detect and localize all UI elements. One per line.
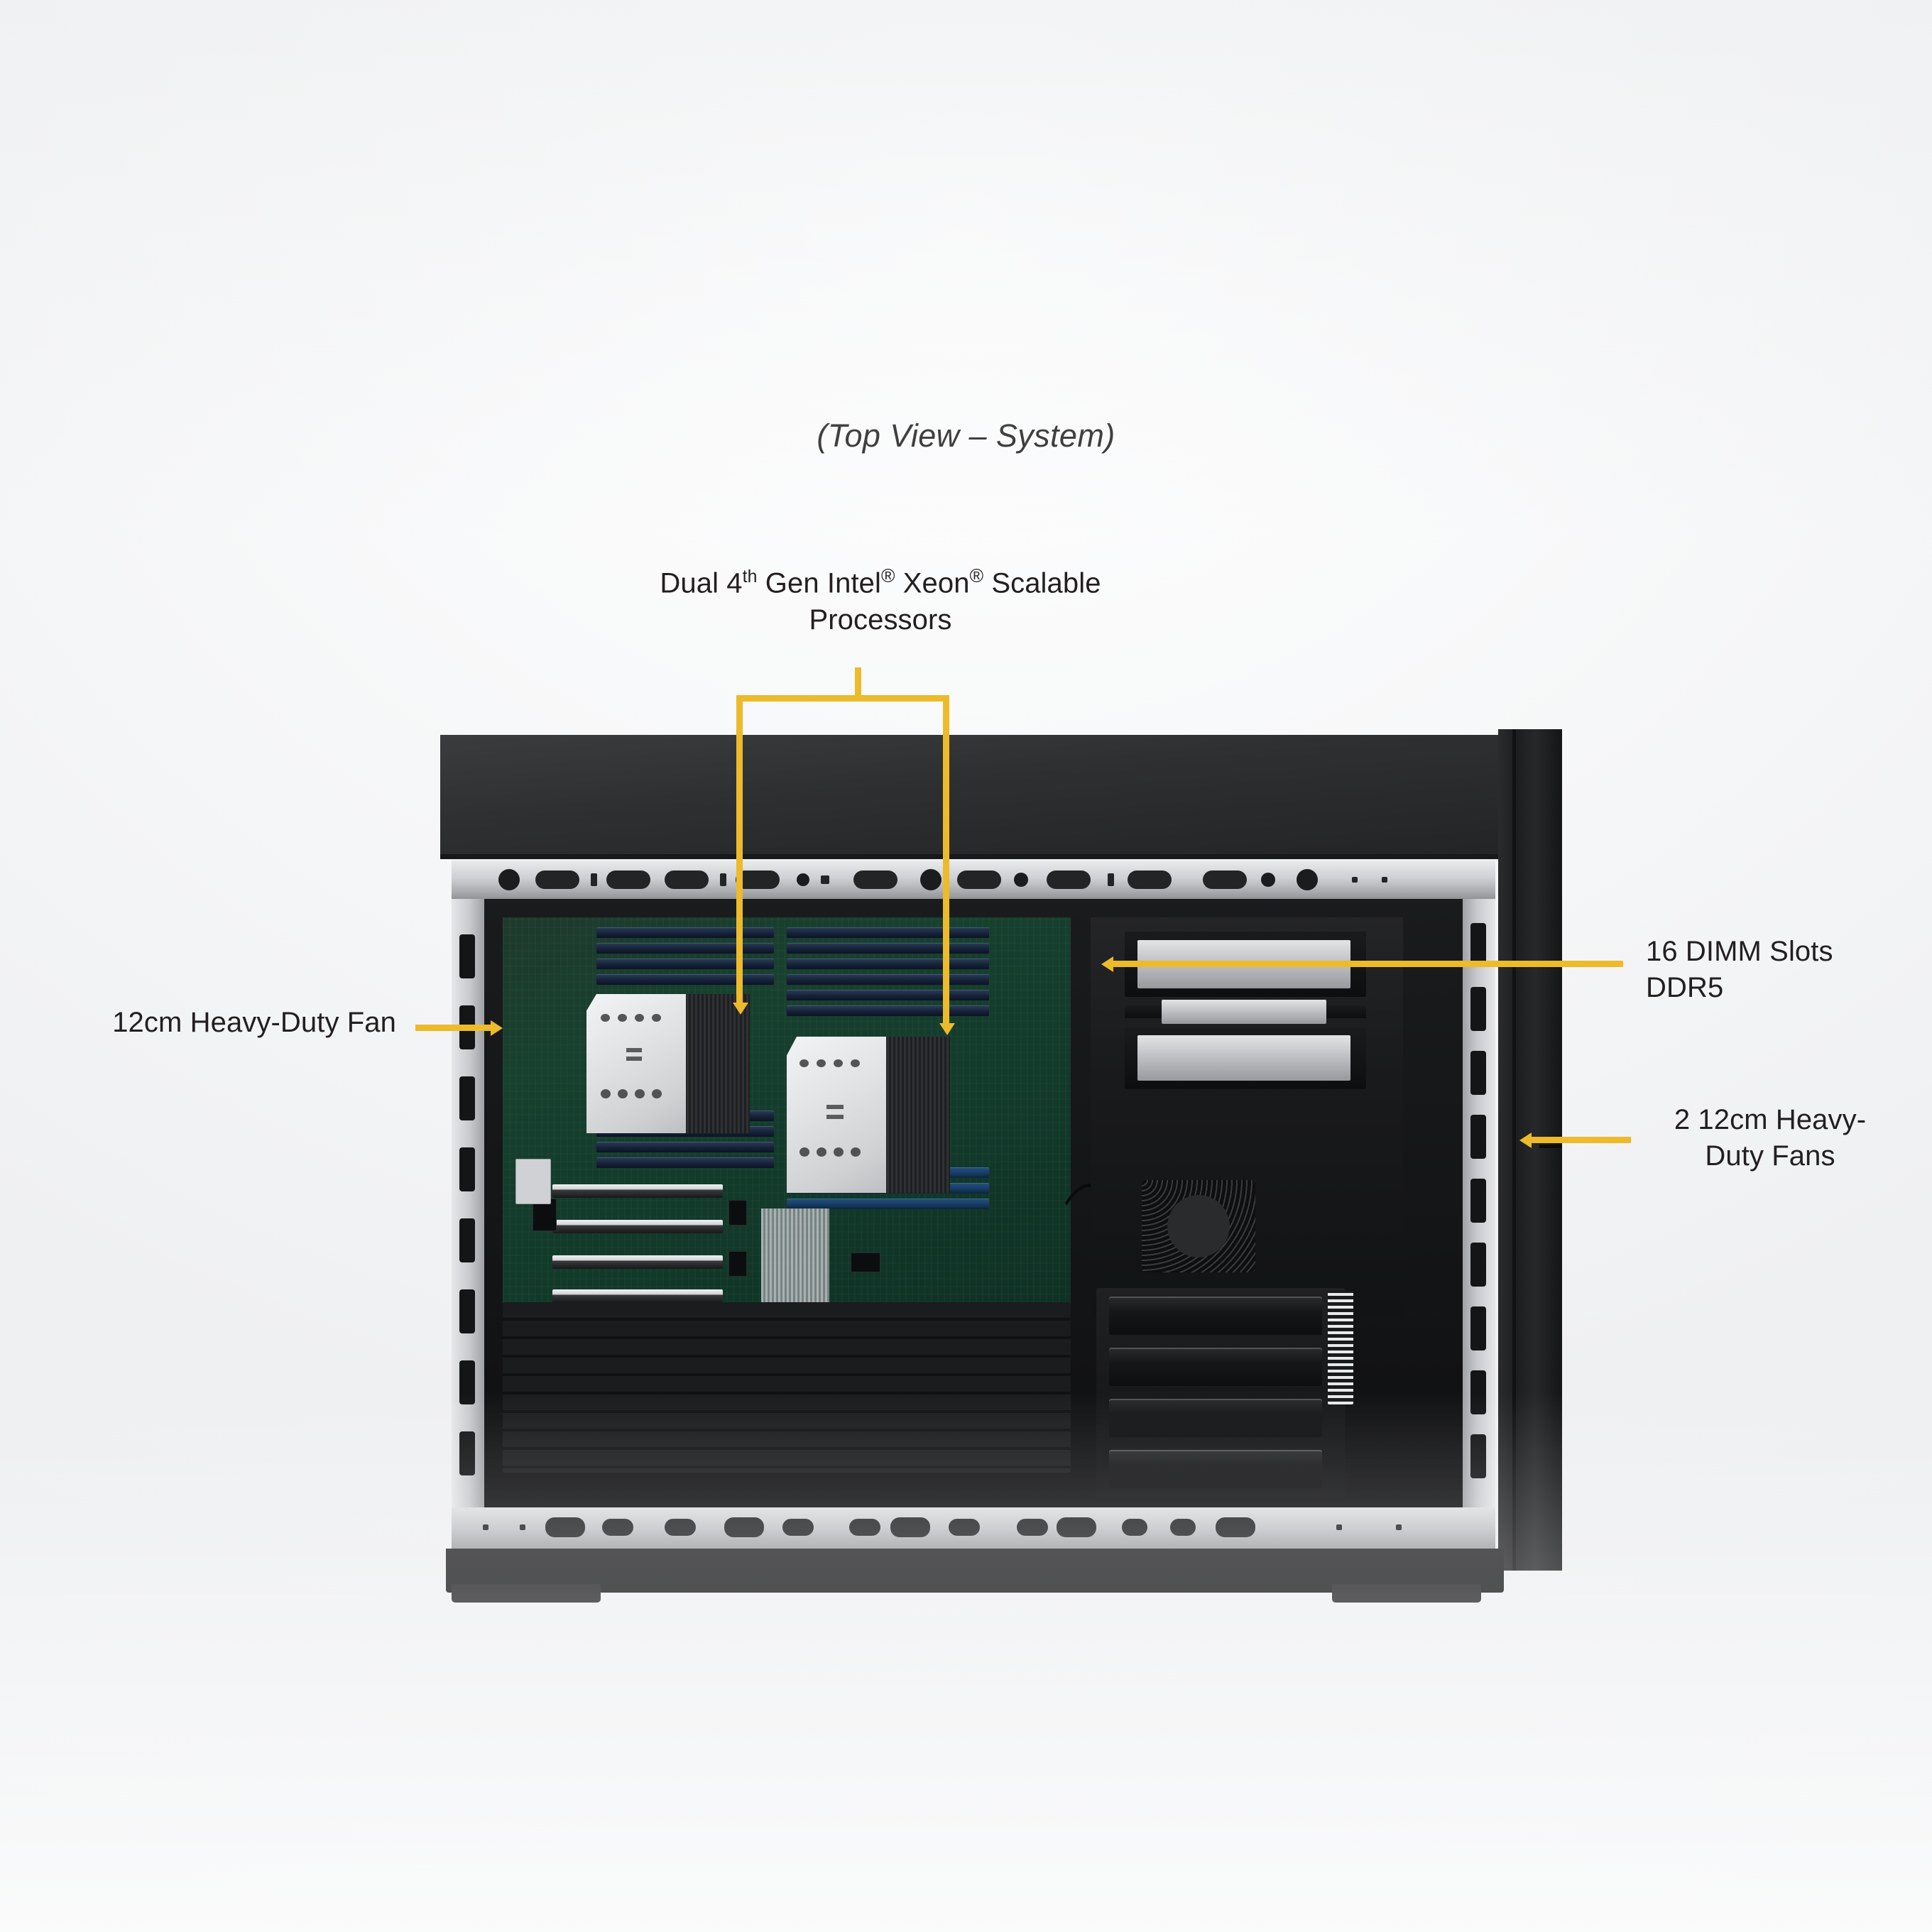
chassis-top-panel	[440, 735, 1498, 859]
motherboard	[503, 917, 1071, 1358]
drive-tray	[1109, 1399, 1322, 1437]
bottom-rail-holes	[452, 1507, 1495, 1549]
bay-bracket	[1162, 1000, 1326, 1024]
chipset-grid	[761, 1208, 829, 1302]
fans-right-arrow-icon	[1519, 1133, 1532, 1148]
server-chassis-image	[440, 729, 1562, 1605]
callout-label-fans-right: 2 12cm Heavy- Duty Fans	[1674, 1104, 1867, 1172]
callout-label-processors: Dual 4th Gen Intel® Xeon® Scalable Proce…	[660, 565, 1101, 635]
page-title: (Top View – System)	[817, 417, 1115, 454]
pcie-slot	[552, 1289, 723, 1303]
fans-right-leader-line	[1532, 1137, 1631, 1143]
chassis-foot-right	[1332, 1584, 1481, 1603]
chassis-interior	[452, 899, 1495, 1508]
callout-label-dimm: 16 DIMM Slots DDR5	[1646, 936, 1833, 1004]
cpu2-heatsink	[787, 1037, 886, 1193]
callout-label-fan-left: 12cm Heavy-Duty Fan	[112, 1007, 396, 1038]
drive-tray	[1109, 1297, 1322, 1335]
drive-tray	[1109, 1450, 1322, 1488]
fan-vent-mesh	[1142, 1180, 1255, 1272]
fan-left-arrow-icon	[491, 1020, 503, 1036]
panel-seam-lower	[1539, 1145, 1562, 1148]
dimm-arrow-icon	[1101, 956, 1113, 972]
cpu2-arrow-icon	[939, 1023, 955, 1035]
top-vent-rail	[452, 859, 1495, 900]
panel-seam	[1512, 729, 1516, 1571]
left-side-post	[452, 899, 484, 1507]
cpu1-heatsink	[586, 994, 686, 1133]
top-rail-holes	[452, 861, 1495, 900]
bottom-vent-rail	[452, 1507, 1495, 1549]
drive-tray	[1109, 1348, 1322, 1386]
chassis-foot-left	[452, 1584, 601, 1603]
fan-left-leader-line	[415, 1025, 492, 1031]
drive-bay	[1137, 1035, 1350, 1081]
chassis-right-side-panel	[1498, 729, 1562, 1571]
pcie-slot	[552, 1220, 723, 1233]
cpu-callout-drop-right	[943, 695, 949, 1025]
cpu-callout-crossbar	[736, 695, 949, 702]
pcie-slot	[552, 1184, 723, 1198]
cpu1-arrow-icon	[733, 1003, 748, 1015]
dimm-leader-line	[1113, 961, 1623, 967]
right-side-post	[1463, 899, 1495, 1507]
bottom-shroud	[503, 1302, 1071, 1473]
pcie-slot	[552, 1255, 723, 1269]
cpu-callout-drop-left	[736, 695, 743, 1005]
